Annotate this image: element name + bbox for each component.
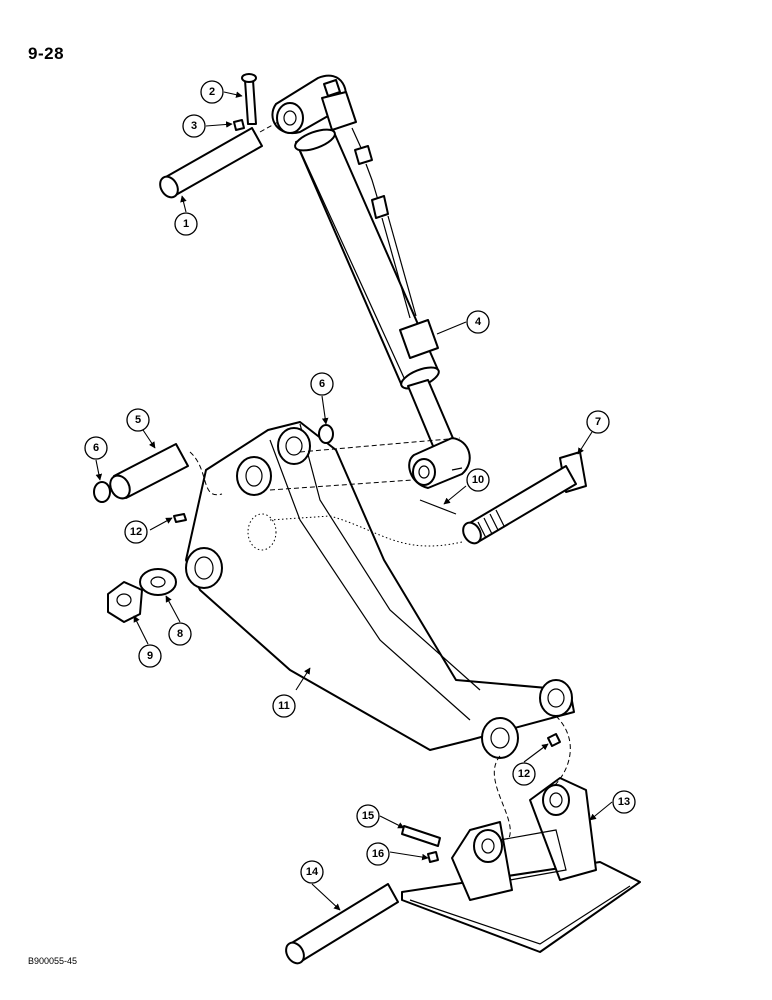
svg-text:16: 16 (372, 848, 384, 860)
assembly-line (189, 451, 223, 496)
callout-6: 6 (84, 436, 108, 460)
washer-8 (139, 568, 177, 596)
callout-12: 12 (124, 520, 148, 544)
svg-text:2: 2 (209, 86, 215, 98)
svg-text:3: 3 (191, 120, 197, 132)
pin-14 (285, 883, 399, 965)
assembly-line (269, 515, 463, 547)
callout-11: 11 (272, 694, 296, 718)
figure-code: B900055-45 (28, 956, 78, 966)
page-number: 9-28 (28, 44, 65, 63)
svg-text:8: 8 (177, 628, 183, 640)
callout-8: 8 (168, 622, 192, 646)
nut-3 (233, 119, 245, 131)
pin-5 (109, 443, 189, 500)
svg-text:11: 11 (278, 700, 290, 712)
svg-text:5: 5 (135, 414, 141, 426)
grease-fitting-12-top (173, 513, 187, 523)
callout-9: 9 (138, 644, 162, 668)
snap-ring-6-right (318, 424, 334, 444)
snap-ring-6-left (93, 481, 111, 503)
callout-2: 2 (200, 80, 224, 104)
assembly-line (553, 715, 571, 787)
callout-12: 12 (512, 762, 536, 786)
pin-7 (462, 451, 587, 545)
callout-1: 1 (174, 212, 198, 236)
svg-text:4: 4 (475, 316, 482, 328)
callout-14: 14 (300, 860, 324, 884)
svg-text:10: 10 (472, 474, 484, 486)
svg-text:9: 9 (147, 650, 153, 662)
bolt-2 (241, 73, 257, 125)
svg-text:1: 1 (183, 218, 189, 230)
callout-6: 6 (310, 372, 334, 396)
svg-text:13: 13 (618, 796, 630, 808)
cotter-pin-10 (419, 499, 457, 515)
nut-16 (427, 851, 439, 863)
base-plate (401, 777, 641, 953)
callout-10: 10 (466, 468, 490, 492)
svg-text:14: 14 (306, 866, 319, 878)
assembly-line (493, 755, 511, 841)
svg-text:12: 12 (130, 526, 142, 538)
bolt-15 (401, 825, 441, 847)
callout-16: 16 (366, 842, 390, 866)
callout-15: 15 (356, 804, 380, 828)
callout-13: 13 (612, 790, 636, 814)
callout-5: 5 (126, 408, 150, 432)
grease-fitting-12-bottom (547, 733, 561, 747)
svg-text:12: 12 (518, 768, 530, 780)
callout-4: 4 (466, 310, 490, 334)
callout-7: 7 (586, 410, 610, 434)
svg-text:6: 6 (93, 442, 99, 454)
svg-text:7: 7 (595, 416, 601, 428)
svg-text:15: 15 (362, 810, 374, 822)
hydraulic-cylinder (271, 74, 471, 489)
assembly-line (299, 437, 461, 453)
svg-text:6: 6 (319, 378, 325, 390)
callout-3: 3 (182, 114, 206, 138)
pin-1 (159, 127, 263, 199)
boom-arm (185, 421, 575, 759)
castle-nut-9 (107, 581, 143, 623)
